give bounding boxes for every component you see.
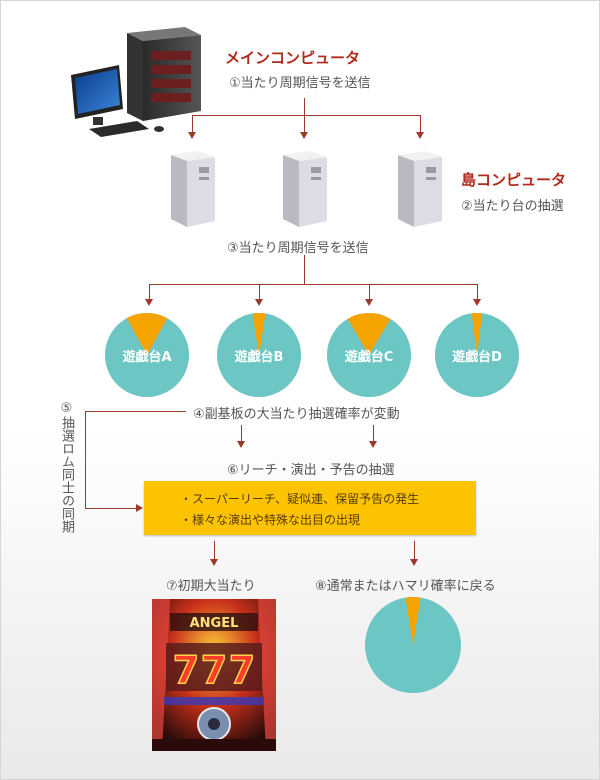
- step4-text: ④副基板の大当たり抽選確率が変動: [193, 407, 400, 422]
- step5-text: ⑤抽選ロム同士の同期: [59, 401, 74, 533]
- machine-pie-chart: [327, 313, 411, 397]
- connector: [149, 284, 150, 300]
- arrow: [416, 132, 424, 139]
- svg-text:7: 7: [173, 648, 199, 692]
- svg-text:7: 7: [201, 648, 227, 692]
- connector: [420, 115, 421, 133]
- machine-c: 遊戯台C: [327, 313, 411, 397]
- step8-text: ⑧通常またはハマリ確率に戻る: [315, 579, 496, 594]
- pie-wedge: [252, 313, 266, 355]
- svg-text:7: 7: [229, 648, 255, 692]
- arrow: [145, 299, 153, 306]
- machine-b: 遊戯台B: [217, 313, 301, 397]
- island-server-icon: [398, 151, 442, 227]
- jackpot-machine-image: ANGEL 7 7 7: [152, 599, 276, 751]
- return-probability-pie-chart: [365, 597, 461, 693]
- connector: [369, 284, 370, 300]
- connector: [149, 284, 478, 285]
- svg-text:ANGEL: ANGEL: [190, 616, 239, 631]
- arrow: [136, 504, 143, 512]
- pie-wedge: [126, 313, 168, 355]
- arrow: [369, 441, 377, 448]
- machine-label: 遊戯台C: [344, 350, 394, 365]
- arrow: [365, 299, 373, 306]
- connector: [214, 541, 215, 560]
- machine-pie-chart: [105, 313, 189, 397]
- connector: [304, 115, 305, 133]
- connector: [304, 98, 305, 115]
- arrow: [410, 559, 418, 566]
- step1-text: ①当たり周期信号を送信: [229, 76, 371, 91]
- arrow: [300, 132, 308, 139]
- island-server-icon: [283, 151, 327, 227]
- machine-pie-chart: [217, 313, 301, 397]
- event-box: ・スーパーリーチ、疑似連、保留予告の発生 ・様々な演出や特殊な出目の出現: [144, 481, 476, 535]
- island-server-icon: [171, 151, 215, 227]
- connector: [259, 284, 260, 300]
- machine-label: 遊戯台B: [234, 350, 284, 365]
- arrow: [473, 299, 481, 306]
- pie-wedge: [347, 313, 391, 355]
- connector: [241, 425, 242, 442]
- machine-a: 遊戯台A: [105, 313, 189, 397]
- pie-wedge: [471, 313, 483, 355]
- connector: [85, 411, 86, 508]
- connector: [85, 508, 137, 509]
- arrow: [188, 132, 196, 139]
- connector: [85, 411, 186, 412]
- step2-text: ②当たり台の抽選: [461, 199, 564, 214]
- arrow: [237, 441, 245, 448]
- main-computer-title: メインコンピュータ: [225, 49, 361, 67]
- machine-label: 遊戯台D: [452, 350, 502, 365]
- event-line: ・スーパーリーチ、疑似連、保留予告の発生: [180, 492, 420, 506]
- connector: [477, 284, 478, 300]
- event-line: ・様々な演出や特殊な出目の出現: [180, 513, 361, 527]
- machine-label: 遊戯台A: [122, 350, 172, 365]
- connector: [192, 115, 193, 133]
- connector: [373, 425, 374, 442]
- connector: [304, 255, 305, 284]
- machine-d: 遊戯台D: [435, 313, 519, 397]
- pie-wedge: [405, 597, 421, 645]
- arrow: [255, 299, 263, 306]
- connector: [192, 115, 421, 116]
- main-computer-icon: [71, 27, 201, 137]
- machine-pie-chart: [435, 313, 519, 397]
- arrow: [210, 559, 218, 566]
- step3-text: ③当たり周期信号を送信: [227, 241, 369, 256]
- step6-text: ⑥リーチ・演出・予告の抽選: [227, 463, 395, 478]
- island-computer-title: 島コンピュータ: [461, 171, 567, 189]
- connector: [414, 541, 415, 560]
- step7-text: ⑦初期大当たり: [166, 579, 256, 594]
